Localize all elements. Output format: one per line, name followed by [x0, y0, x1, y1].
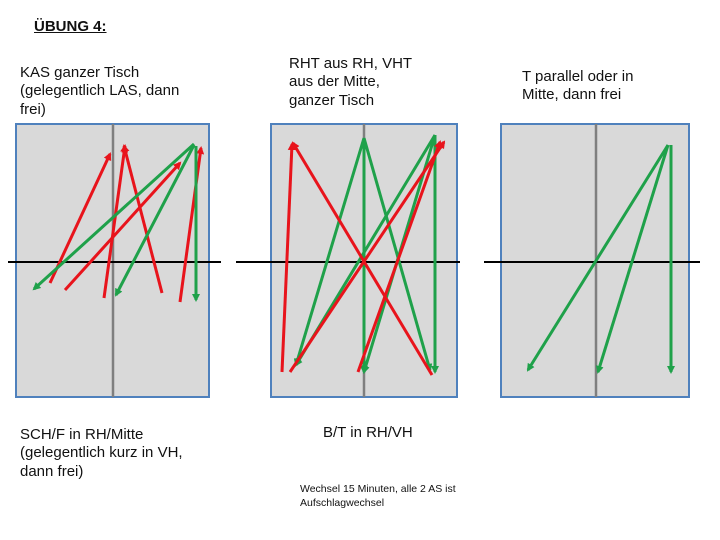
- exercise-title: ÜBUNG 4:: [34, 18, 107, 35]
- table-2-green-arrow: [293, 137, 366, 367]
- table-2-top-label: RHT aus RH, VHT aus der Mitte, ganzer Ti…: [289, 55, 413, 109]
- table-3-green-arrow: [595, 144, 670, 374]
- table-3-top-label: T parallel oder in Mitte, dann frei: [522, 68, 634, 104]
- table-1-red-arrow: [48, 152, 112, 284]
- table-1-green-arrow: [114, 144, 196, 297]
- table-2-red-arrow: [280, 142, 296, 373]
- table-1-red-arrow: [121, 144, 164, 294]
- table-1-red-arrow: [102, 144, 129, 299]
- table-2-red-arrow: [288, 140, 446, 373]
- table-1-bottom-label: SCH/F in RH/Mitte (gelegentlich kurz in …: [20, 426, 183, 480]
- table-2-green-arrow: [362, 137, 433, 372]
- table-2-bottom-label: B/T in RH/VH: [323, 424, 413, 441]
- table-1-green-arrow: [32, 142, 196, 291]
- table-1: [8, 123, 221, 398]
- table-2-red-arrow: [291, 141, 434, 376]
- table-3: [484, 123, 700, 398]
- table-1-red-arrow: [63, 161, 182, 292]
- footnote: Wechsel 15 Minuten, alle 2 AS ist Aufsch…: [300, 483, 456, 509]
- table-2: [236, 123, 460, 398]
- table-2-red-arrow: [356, 140, 442, 373]
- table-3-green-arrow: [526, 144, 670, 372]
- table-1-top-label: KAS ganzer Tisch (gelegentlich LAS, dann…: [20, 64, 180, 118]
